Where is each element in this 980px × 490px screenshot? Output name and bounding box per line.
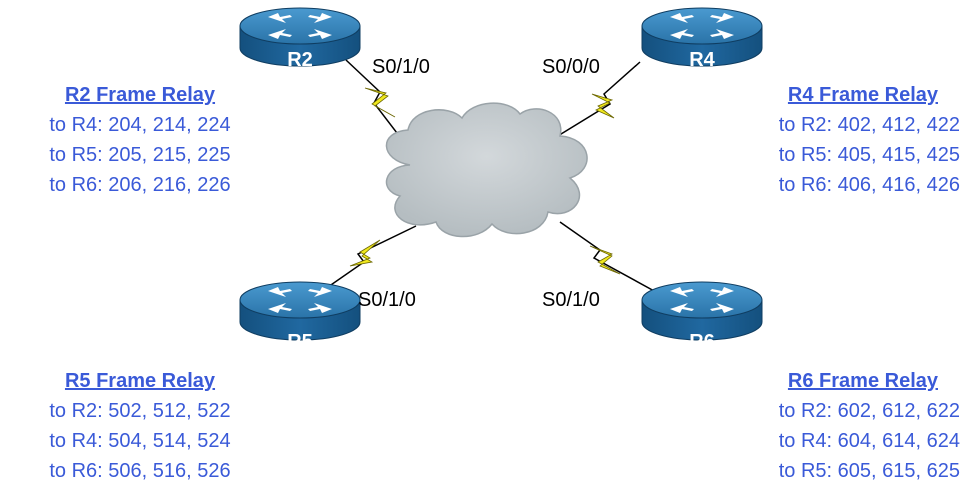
panel-title: R4 Frame Relay — [787, 84, 938, 106]
router-label: R4 — [689, 49, 715, 71]
dlci-line: to R2: 602, 612, 622 — [778, 400, 960, 422]
r4-frame-relay-panel: R4 Frame Relay to R2: 402, 412, 422 to R… — [700, 80, 960, 200]
link-r5-cloud — [314, 225, 417, 297]
dlci-line: to R2: 502, 512, 522 — [49, 400, 231, 422]
dlci-line: to R4: 204, 214, 224 — [49, 114, 231, 136]
panel-title: R5 Frame Relay — [64, 370, 216, 392]
r6-frame-relay-panel: R6 Frame Relay to R2: 602, 612, 622 to R… — [700, 366, 960, 486]
router-r2-icon[interactable]: R2 — [239, 7, 361, 71]
panel-title: R2 Frame Relay — [64, 84, 216, 106]
dlci-line: to R5: 605, 615, 625 — [778, 460, 960, 482]
interface-label-r4: S0/0/0 — [542, 56, 600, 78]
link-r2-cloud — [345, 59, 411, 151]
router-r4-icon[interactable]: R4 — [641, 7, 763, 71]
router-label: R5 — [287, 331, 313, 353]
dlci-line: to R5: 205, 215, 225 — [49, 144, 231, 166]
dlci-line: to R5: 405, 415, 425 — [778, 144, 960, 166]
dlci-line: to R6: 506, 516, 526 — [49, 460, 231, 482]
interface-label-r6: S0/1/0 — [542, 289, 600, 311]
frame-relay-cloud — [385, 102, 588, 238]
router-label: R6 — [689, 331, 715, 353]
dlci-line: to R4: 604, 614, 624 — [778, 430, 960, 452]
router-r6-icon[interactable]: R6 — [641, 281, 763, 353]
router-r5-icon[interactable]: R5 — [239, 281, 361, 353]
r5-frame-relay-panel: R5 Frame Relay to R2: 502, 512, 522 to R… — [10, 366, 270, 486]
interface-label-r5: S0/1/0 — [358, 289, 416, 311]
panel-title: R6 Frame Relay — [787, 370, 938, 392]
link-r6-cloud — [559, 221, 657, 293]
r2-frame-relay-panel: R2 Frame Relay to R4: 204, 214, 224 to R… — [10, 80, 270, 200]
interface-label-r2: S0/1/0 — [372, 56, 430, 78]
dlci-line: to R2: 402, 412, 422 — [778, 114, 960, 136]
dlci-line: to R6: 206, 216, 226 — [49, 174, 231, 196]
link-r4-cloud — [547, 61, 641, 143]
router-label: R2 — [287, 49, 313, 71]
dlci-line: to R6: 406, 416, 426 — [778, 174, 960, 196]
dlci-line: to R4: 504, 514, 524 — [49, 430, 231, 452]
